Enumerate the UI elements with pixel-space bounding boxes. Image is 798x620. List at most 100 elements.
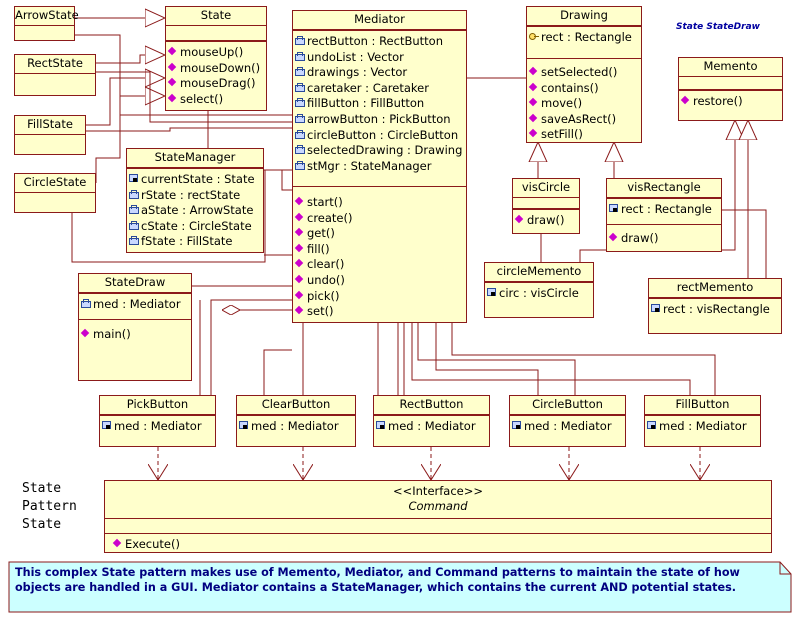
method-row: contains(): [529, 81, 641, 97]
class-memento[interactable]: Memento restore(): [678, 57, 783, 121]
attribute-section: [105, 519, 771, 534]
class-name: Mediator: [293, 11, 466, 30]
attribute-section: circ : visCircle: [485, 282, 593, 304]
method-section: setSelected() contains() move() saveAsRe…: [527, 58, 641, 145]
attribute-row: rState : rectState: [129, 188, 263, 204]
attribute-icon: [512, 421, 523, 431]
class-rect-state[interactable]: RectState: [14, 54, 96, 96]
method-icon: [295, 228, 306, 238]
attribute-icon: [295, 82, 306, 93]
attribute-section: [679, 77, 782, 90]
method-row: select(): [168, 92, 266, 108]
interface-header: <<Interface>> Command: [105, 481, 771, 519]
class-rect-button[interactable]: RectButton med : Mediator: [373, 395, 490, 447]
method-icon: [168, 47, 179, 57]
method-icon: [681, 96, 692, 106]
attribute-row: drawings : Vector: [295, 65, 466, 81]
class-name: Drawing: [527, 7, 641, 26]
attribute-section: med : Mediator: [237, 415, 355, 437]
class-arrow-state[interactable]: ArrowState: [14, 6, 79, 41]
class-fill-state[interactable]: FillState: [14, 115, 86, 155]
class-vis-circle[interactable]: visCircle draw(): [512, 178, 580, 234]
attribute-icon: [651, 304, 662, 314]
attribute-row: med : Mediator: [647, 419, 760, 435]
attribute-icon: [129, 205, 140, 215]
class-name: visCircle: [513, 179, 579, 198]
attribute-row: rect : Rectangle: [609, 202, 721, 218]
method-icon: [168, 78, 179, 88]
caption-text: This complex State pattern makes use of …: [15, 566, 740, 594]
attribute-section: [166, 26, 266, 41]
class-name: circleMemento: [485, 263, 593, 282]
class-name: StateManager: [127, 149, 263, 168]
attribute-section: med : Mediator: [100, 415, 215, 437]
attribute-icon: [295, 145, 306, 155]
class-name: rectMemento: [649, 279, 781, 298]
method-icon: [295, 213, 306, 223]
class-mediator[interactable]: Mediator rectButton : RectButton undoLis…: [292, 10, 467, 323]
attribute-icon: [609, 204, 620, 214]
method-row: Execute(): [113, 537, 771, 553]
method-row: draw(): [609, 231, 721, 247]
method-row: mouseDrag(): [168, 76, 266, 92]
class-pick-button[interactable]: PickButton med : Mediator: [99, 395, 216, 447]
attribute-icon: [647, 421, 658, 431]
class-circle-button[interactable]: CircleButton med : Mediator: [509, 395, 626, 447]
attribute-row: aState : ArrowState: [129, 203, 263, 219]
method-icon: [529, 98, 540, 108]
method-icon: [529, 114, 540, 124]
class-state-manager[interactable]: StateManager currentState : State rState…: [126, 148, 264, 253]
interface-command[interactable]: <<Interface>> Command Execute(): [104, 480, 772, 553]
attribute-row: arrowButton : PickButton: [295, 112, 466, 128]
method-icon: [295, 306, 306, 316]
class-circle-state[interactable]: CircleState: [14, 173, 96, 213]
class-name: PickButton: [100, 396, 215, 415]
method-icon: [113, 539, 124, 549]
attribute-section: rectButton : RectButton undoList : Vecto…: [293, 30, 466, 186]
class-circle-memento[interactable]: circleMemento circ : visCircle: [484, 262, 594, 318]
attribute-icon: [239, 421, 250, 431]
attribute-icon: [295, 160, 306, 171]
method-row: draw(): [515, 213, 579, 229]
attribute-icon: [81, 299, 92, 309]
attribute-row: med : Mediator: [81, 297, 191, 313]
class-name: Memento: [679, 58, 782, 77]
attribute-icon: [102, 421, 113, 431]
attribute-row: circ : visCircle: [487, 286, 593, 302]
caption-shape: [8, 561, 792, 613]
method-row: move(): [529, 96, 641, 112]
class-state-draw[interactable]: StateDraw med : Mediator main(): [78, 273, 192, 381]
attribute-section: med : Mediator: [510, 415, 625, 437]
class-name: visRectangle: [607, 179, 721, 198]
method-row: setFill(): [529, 127, 641, 143]
class-clear-button[interactable]: ClearButton med : Mediator: [236, 395, 356, 447]
class-state[interactable]: State mouseUp() mouseDown() mouseDrag() …: [165, 6, 267, 111]
class-name: CircleState: [15, 174, 95, 193]
class-name: FillState: [15, 116, 85, 135]
attribute-row: stMgr : StateManager: [295, 159, 466, 175]
method-icon: [295, 291, 306, 301]
class-name: RectState: [15, 55, 95, 74]
attribute-row: rect : visRectangle: [651, 302, 781, 318]
attribute-icon: [129, 236, 140, 246]
key-icon: [529, 32, 540, 42]
class-rect-memento[interactable]: rectMemento rect : visRectangle: [648, 278, 782, 334]
class-drawing[interactable]: Drawing rect : Rectangle setSelected() c…: [526, 6, 642, 143]
method-icon: [609, 233, 620, 243]
attribute-icon: [295, 51, 306, 62]
class-name: ClearButton: [237, 396, 355, 415]
class-name: CircleButton: [510, 396, 625, 415]
class-name: ArrowState: [15, 7, 79, 26]
attribute-icon: [295, 36, 306, 46]
method-row: setSelected(): [529, 65, 641, 81]
attribute-icon: [129, 220, 140, 231]
attribute-row: selectedDrawing : Drawing: [295, 143, 466, 159]
method-icon: [295, 275, 306, 285]
attribute-row: circleButton : CircleButton: [295, 128, 466, 144]
diagram-title: State StateDraw: [676, 22, 760, 32]
method-row: undo(): [295, 273, 466, 289]
class-name: State: [166, 7, 266, 26]
class-vis-rectangle[interactable]: visRectangle rect : Rectangle draw(): [606, 178, 722, 252]
class-fill-button[interactable]: FillButton med : Mediator: [644, 395, 761, 447]
